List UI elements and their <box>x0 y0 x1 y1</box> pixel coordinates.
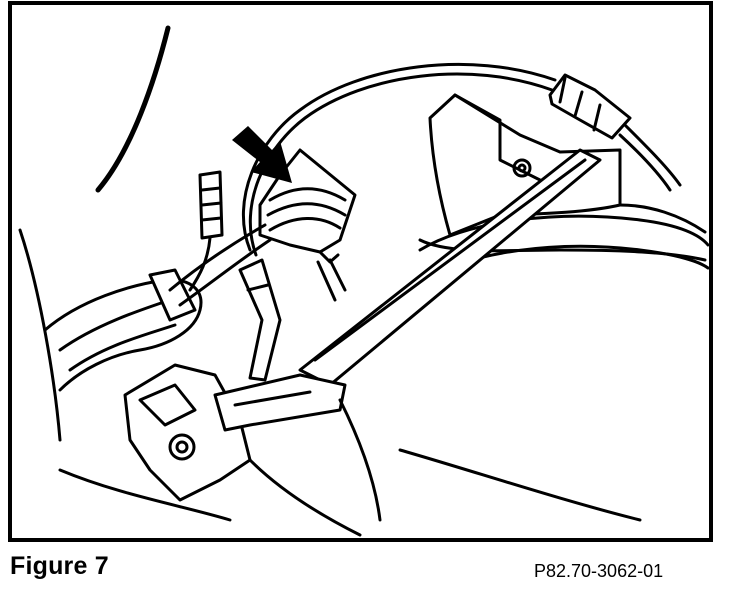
line-drawing <box>18 25 710 537</box>
wire-loop-inner <box>248 72 554 257</box>
module-bolt-center <box>517 163 527 173</box>
wire-right-run <box>623 123 682 187</box>
clamp-strap-edge <box>233 390 312 407</box>
figure-caption: Figure 7 <box>10 552 109 580</box>
top-connector <box>548 73 632 140</box>
harness-to-connector-2 <box>178 238 272 307</box>
illustration-frame <box>8 1 713 542</box>
harness-bundle-outer <box>43 278 203 392</box>
lower-block <box>338 398 382 522</box>
vertical-plug-wire <box>188 236 212 292</box>
hose-upper <box>418 214 710 252</box>
wire-loop <box>241 62 557 252</box>
connector-ribs <box>266 187 347 232</box>
top-connector-detail <box>558 76 602 132</box>
clamp-bolt <box>168 433 196 461</box>
bracket-middle-edge <box>246 283 270 292</box>
clamp-strap <box>213 373 347 432</box>
module-body-right <box>618 203 707 234</box>
bottom-contour-right <box>398 448 642 522</box>
module-bolt <box>512 158 532 178</box>
harness-bundle-inner <box>58 298 172 352</box>
background-contour-stroke <box>95 25 171 193</box>
wire-right-run-inner <box>618 133 672 192</box>
lower-clamp-detail <box>138 383 197 427</box>
diagonal-bar-edge <box>313 158 587 362</box>
clamp-bolt-center <box>175 440 189 454</box>
vertical-plug-ribs <box>200 186 223 222</box>
lower-clamp <box>123 363 252 502</box>
bracket-middle <box>238 258 282 382</box>
harness-bundle-inner-2 <box>68 323 177 372</box>
figure-code: P82.70-3062-01 <box>534 561 664 581</box>
cable-tie <box>148 268 197 322</box>
harness-to-connector <box>168 223 267 292</box>
bottom-contour <box>58 468 232 522</box>
connector-strut <box>316 258 347 302</box>
arrow-icon <box>232 126 292 183</box>
figure-border <box>8 1 713 542</box>
left-lower-curve <box>18 228 62 442</box>
lower-block-2 <box>248 458 362 537</box>
